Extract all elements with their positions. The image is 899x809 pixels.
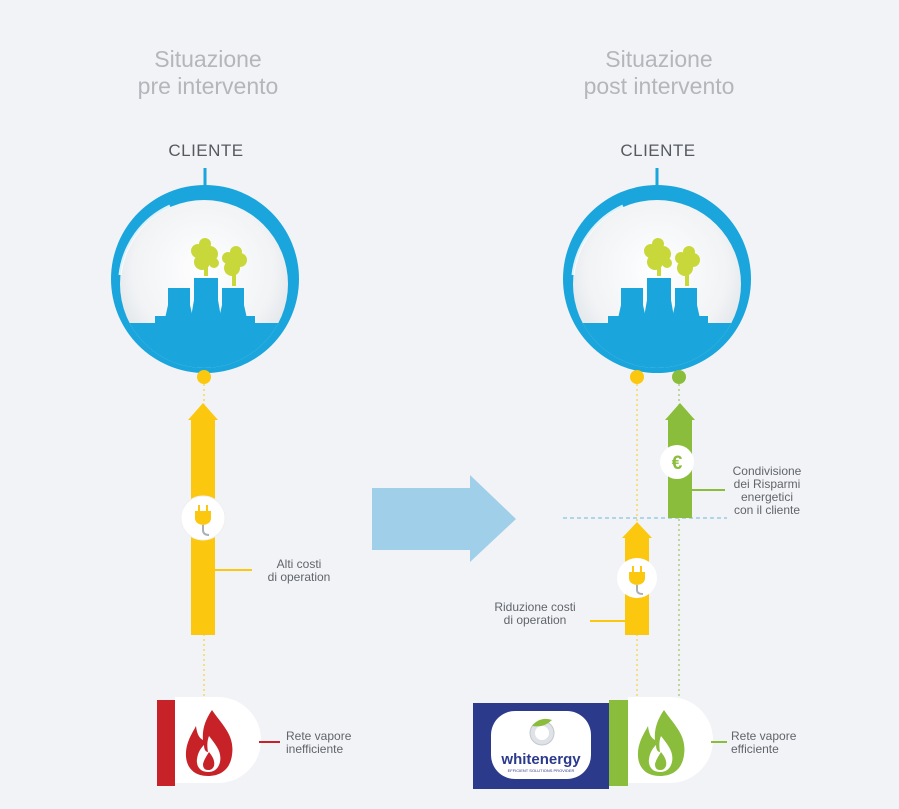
euro-icon: € (660, 445, 694, 479)
network-post-line2: efficiente (731, 742, 779, 756)
transition-arrow (372, 475, 516, 562)
title-pre-line2: pre intervento (137, 73, 279, 99)
leaf-globe-icon (529, 718, 555, 746)
title-post-line2: post intervento (583, 73, 735, 99)
smoke-icon (191, 238, 247, 286)
title-post: Situazione post intervento (529, 46, 789, 100)
savings-label-line2: dei Risparmi (733, 477, 801, 491)
network-label-post: Rete vapore efficiente (731, 730, 821, 756)
steam-network-pre (157, 697, 280, 786)
network-pre-line2: inefficiente (286, 742, 344, 756)
cost-label-line1: Alti costi (276, 557, 322, 571)
savings-arrow-head (665, 403, 695, 420)
globe-highlight (118, 204, 171, 276)
steam-network-post: whitenergy EFFICIENT SOLUTIONS PROVIDER (473, 697, 727, 789)
client-label-pre: CLIENTE (168, 141, 244, 160)
cost-arrow-head (188, 403, 218, 420)
euro-symbol: € (672, 453, 683, 474)
connector-dot-yellow (630, 370, 644, 384)
savings-label-line3: energetici (740, 490, 794, 504)
title-pre-line1: Situazione (154, 46, 262, 72)
title-post-line1: Situazione (605, 46, 713, 72)
title-pre: Situazione pre intervento (78, 46, 338, 100)
client-label-post: CLIENTE (620, 141, 696, 160)
savings-label-line4: con il cliente (733, 503, 801, 517)
reduction-arrow-head (622, 522, 652, 538)
plug-icon (180, 495, 226, 541)
client-globe-pre (111, 168, 299, 384)
savings-label-line1: Condivisione (732, 464, 802, 478)
logo-wordmark: whitenergy (500, 751, 581, 768)
green-bar (609, 700, 628, 786)
cost-label: Alti costi di operation (255, 558, 343, 584)
savings-label: Condivisione dei Risparmi energetici con… (728, 465, 806, 517)
reduction-label-line1: Riduzione costi (494, 600, 576, 614)
network-pre-line1: Rete vapore (286, 729, 352, 743)
reduction-label-line2: di operation (503, 613, 567, 627)
network-post-line1: Rete vapore (731, 729, 797, 743)
connector-dot-green (672, 370, 686, 384)
client-globe-post (563, 168, 751, 384)
globe-highlight (571, 204, 624, 276)
flame-icon (185, 710, 233, 776)
plug-icon (617, 558, 657, 598)
network-label-pre: Rete vapore inefficiente (286, 730, 376, 756)
flame-icon (637, 710, 685, 776)
red-bar (157, 700, 175, 786)
cost-label-line2: di operation (267, 570, 331, 584)
smoke-icon (644, 238, 700, 286)
reduction-label: Riduzione costi di operation (482, 601, 588, 627)
logo-tagline: EFFICIENT SOLUTIONS PROVIDER (508, 768, 575, 773)
connector-dot-yellow (197, 370, 211, 384)
